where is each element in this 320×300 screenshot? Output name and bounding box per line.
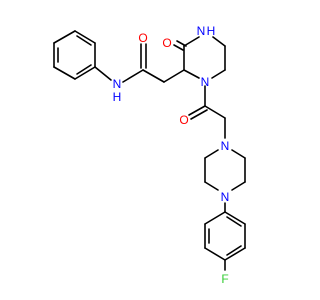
atom-label-o-lactam: O xyxy=(162,36,171,50)
atom-label-h-ring-top: H xyxy=(207,24,216,38)
aromatic-inner-bond xyxy=(226,216,242,227)
bond xyxy=(211,69,226,79)
bond xyxy=(74,30,96,44)
atom-label-n-pip-bottom: N xyxy=(221,190,230,204)
double-bond-co xyxy=(188,105,206,116)
bond xyxy=(163,69,185,83)
bond xyxy=(74,66,96,80)
piperazine-ring xyxy=(204,149,246,191)
bond xyxy=(94,66,112,81)
bond xyxy=(183,36,200,47)
bond xyxy=(142,69,165,83)
atom-label-n-pip-top: N xyxy=(221,139,230,153)
bond xyxy=(231,181,246,191)
bond xyxy=(204,149,219,159)
bond xyxy=(204,247,226,261)
fluorophenyl-ring xyxy=(204,211,246,261)
double-bond-co xyxy=(190,109,208,120)
bond xyxy=(224,247,246,261)
aromatic-inner-bond xyxy=(226,245,242,256)
bond xyxy=(212,36,226,47)
atom-label-n-ring-top: N xyxy=(197,24,206,38)
bond xyxy=(224,211,246,225)
bond xyxy=(204,105,226,119)
atom-label-n-ring-mid: N xyxy=(201,75,210,89)
bond xyxy=(122,69,144,83)
molecule-canvas: O N H N H O N O N N F xyxy=(53,24,246,286)
bond xyxy=(183,69,200,79)
bond xyxy=(204,211,226,225)
piperazinone-ring xyxy=(173,36,226,79)
bond xyxy=(53,30,76,44)
phenyl-ring xyxy=(53,30,96,80)
bond xyxy=(204,181,219,191)
atom-label-o-amide: O xyxy=(138,31,147,45)
bond xyxy=(53,66,76,80)
molecule-structure: O N H N H O N O N N F xyxy=(53,24,246,286)
atom-label-f: F xyxy=(221,272,228,286)
atom-label-h-amide: H xyxy=(113,90,122,104)
aromatic-inner-bond xyxy=(76,35,92,46)
double-bond-co xyxy=(173,44,184,51)
bond xyxy=(231,149,246,159)
atom-label-n-amide: N xyxy=(113,77,122,91)
atom-label-o-acyl: O xyxy=(179,113,188,127)
aromatic-inner-bond xyxy=(76,64,92,75)
double-bond-co xyxy=(176,40,187,47)
